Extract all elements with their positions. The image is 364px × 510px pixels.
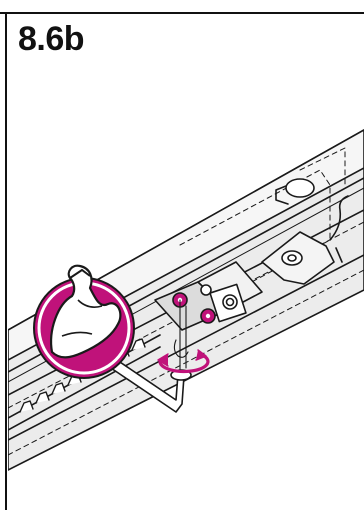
illustration-frame: 8.6b (0, 0, 364, 510)
assembly-illustration (0, 0, 364, 510)
